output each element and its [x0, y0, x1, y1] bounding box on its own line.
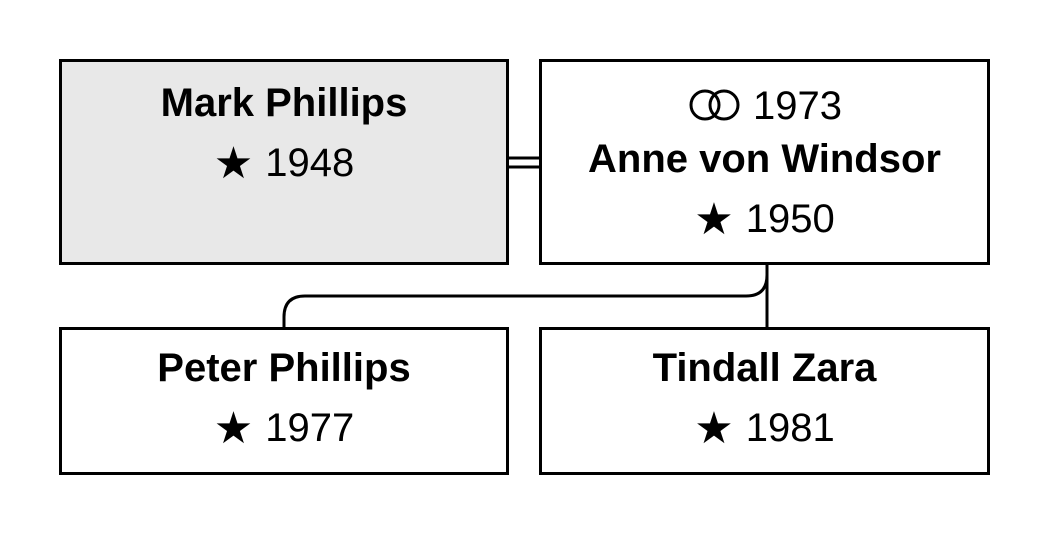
- person-name: Tindall Zara: [652, 346, 877, 390]
- person-box-anne-von-windsor: 1973 Anne von Windsor ★1950: [539, 59, 990, 265]
- birth-date: ★1977: [62, 403, 506, 453]
- person-name: Anne von Windsor: [588, 137, 941, 181]
- marriage-date: 1973: [542, 82, 987, 130]
- star-icon: ★: [694, 195, 734, 244]
- person-box-mark-phillips: Mark Phillips ★1948: [59, 59, 509, 265]
- birth-year: 1950: [745, 197, 835, 241]
- star-icon: ★: [213, 404, 254, 453]
- person-name: Peter Phillips: [157, 346, 411, 390]
- star-icon: ★: [213, 139, 254, 188]
- person-box-peter-phillips: Peter Phillips ★1977: [59, 327, 509, 475]
- marriage-year: 1973: [753, 84, 842, 128]
- birth-year: 1948: [265, 141, 355, 185]
- birth-year: 1981: [745, 406, 835, 450]
- birth-date: ★1948: [62, 138, 506, 188]
- birth-date: ★1981: [542, 403, 987, 453]
- star-icon: ★: [694, 404, 734, 453]
- descent-line-peter: [282, 264, 769, 328]
- wedding-rings-icon: [689, 89, 740, 121]
- birth-year: 1977: [265, 406, 355, 450]
- person-box-tindall-zara: Tindall Zara ★1981: [539, 327, 990, 475]
- birth-date: ★1950: [542, 194, 987, 244]
- person-name: Mark Phillips: [160, 81, 408, 125]
